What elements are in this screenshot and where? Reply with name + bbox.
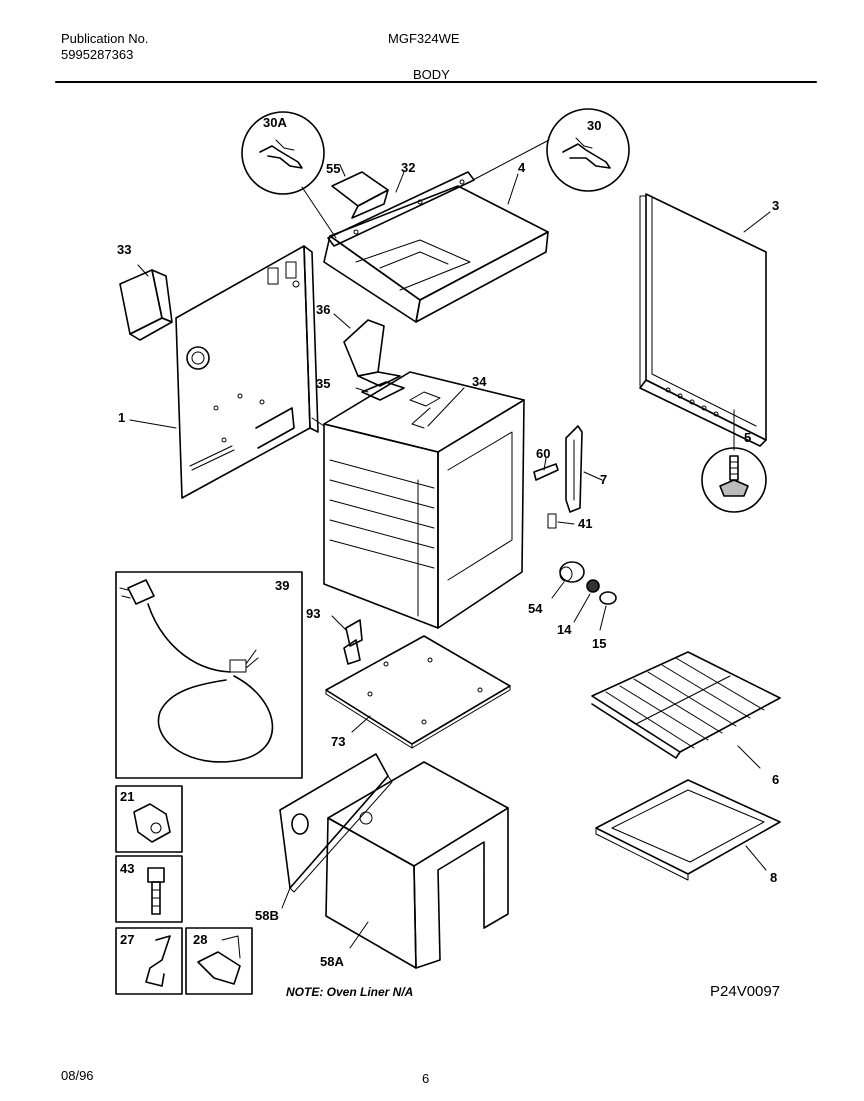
part-label-4: 4 — [518, 160, 526, 175]
part-label-8: 8 — [770, 870, 778, 885]
part-label-58a: 58A — [320, 954, 344, 969]
insulation-58a — [325, 761, 509, 969]
part-label-36: 36 — [316, 302, 331, 317]
back-panel-1 — [129, 245, 319, 499]
bracket-30-callout — [472, 108, 630, 192]
insulation-58b — [279, 753, 393, 909]
part-label-7: 7 — [600, 472, 608, 487]
part-label-30a: 30A — [263, 115, 287, 130]
part-label-14: 14 — [557, 622, 572, 637]
part-label-21: 21 — [120, 789, 135, 804]
part-label-55: 55 — [326, 161, 341, 176]
junction-box-33 — [119, 264, 173, 341]
part-label-15: 15 — [592, 636, 607, 651]
bottom-plate-73 — [325, 635, 511, 749]
publication-label: Publication No. — [61, 31, 149, 46]
oven-rack-6 — [591, 651, 781, 769]
footer-date: 08/96 — [61, 1068, 94, 1083]
part-label-93: 93 — [306, 606, 321, 621]
bracket-60 — [533, 457, 559, 481]
part-label-35: 35 — [316, 376, 331, 391]
anti-tip-bracket-93 — [331, 615, 363, 665]
part-label-54: 54 — [528, 601, 543, 616]
duct-gasket-35 — [355, 381, 405, 401]
broiler-pan-8 — [595, 779, 781, 881]
part-21-box — [115, 785, 183, 853]
part-label-30: 30 — [587, 118, 602, 133]
model-number: MGF324WE — [388, 31, 460, 46]
lamp-cover-15 — [599, 591, 617, 631]
section-title: BODY — [413, 67, 450, 82]
publication-number: 5995287363 — [61, 47, 134, 62]
lamp-bulb-14 — [573, 579, 600, 623]
part-label-39: 39 — [275, 578, 290, 593]
lamp-socket-54 — [551, 561, 585, 599]
part-28-box — [185, 927, 253, 995]
diagram-code: P24V0097 — [710, 983, 781, 1000]
part-label-43: 43 — [120, 861, 135, 876]
part-label-73: 73 — [331, 734, 346, 749]
part-label-32: 32 — [401, 160, 416, 175]
side-panel-3 — [639, 193, 771, 451]
page-number: 6 — [422, 1071, 430, 1086]
burner-7 — [565, 425, 603, 513]
part-label-33: 33 — [117, 242, 132, 257]
part-label-27: 27 — [120, 932, 135, 947]
part-label-5: 5 — [744, 430, 752, 445]
part-label-3: 3 — [772, 198, 780, 213]
part-label-6: 6 — [772, 772, 780, 787]
part-27-box — [115, 927, 183, 995]
bracket-30a-callout — [241, 111, 337, 239]
top-frame-4 — [323, 171, 549, 323]
leveling-leg-5-callout — [701, 447, 767, 513]
part-label-58b: 58B — [255, 908, 279, 923]
bracket-55 — [331, 164, 389, 219]
part-43-box — [115, 855, 183, 923]
vent-duct-36 — [333, 313, 401, 387]
part-label-60: 60 — [536, 446, 551, 461]
oven-body-cabinet — [311, 371, 525, 629]
part-label-28: 28 — [193, 932, 208, 947]
orifice-41 — [547, 513, 575, 529]
power-cord-39-box — [115, 571, 303, 779]
oven-liner-note: NOTE: Oven Liner N/A — [286, 985, 414, 999]
part-label-34: 34 — [472, 374, 487, 389]
part-label-41: 41 — [578, 516, 593, 531]
part-label-1: 1 — [118, 410, 126, 425]
